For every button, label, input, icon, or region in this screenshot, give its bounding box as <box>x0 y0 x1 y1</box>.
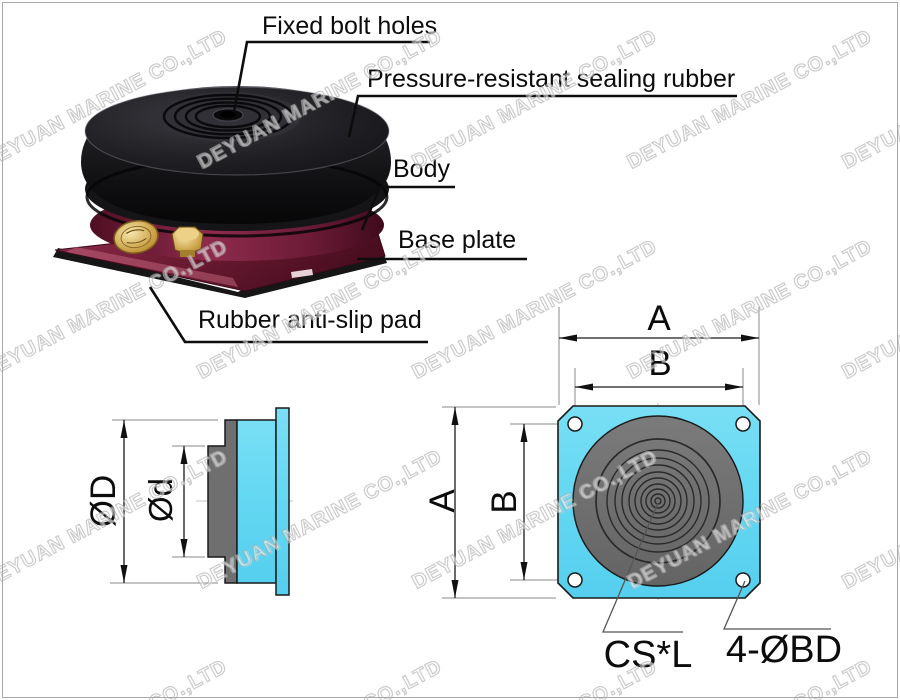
bolt-hole <box>567 416 583 432</box>
dim-label-height-bolt-spacing: B <box>484 490 524 514</box>
bolt-hole <box>567 572 583 588</box>
top-view-arrowheads <box>451 334 759 598</box>
side-view-rubber-profile <box>207 419 238 584</box>
rubber-anti-slip-pad <box>53 221 387 298</box>
label-body: Body <box>393 155 450 183</box>
brass-valve-bolt <box>171 226 204 257</box>
top-view-concentric-rings <box>595 438 721 564</box>
side-view-base-plate <box>275 407 290 596</box>
bolt-hole <box>735 416 751 432</box>
callout-label-center-screw: CS*L <box>603 634 693 677</box>
dim-label-width-bolt-spacing: B <box>648 343 672 383</box>
top-view-rubber-circle <box>572 415 744 587</box>
leader-sealing-rubber <box>347 94 737 138</box>
base-plate-slot <box>291 269 313 278</box>
label-sealing-rubber: Pressure-resistant sealing rubber <box>367 65 736 93</box>
top-view-dim-lines <box>454 337 759 598</box>
dim-label-width-overall: A <box>647 298 671 338</box>
label-anti-slip-pad: Rubber anti-slip pad <box>198 306 422 334</box>
dim-label-inner-diameter: Ød <box>141 477 179 523</box>
label-base-plate: Base plate <box>398 226 517 254</box>
photo-leader-lines <box>148 40 737 344</box>
dim-label-height-overall: A <box>422 489 462 513</box>
side-view <box>110 407 293 596</box>
base-plate-highlight <box>66 247 238 287</box>
dome-concentric-grooves <box>162 93 294 140</box>
leader-anti-slip-pad <box>148 286 428 344</box>
leader-fixed-bolt-holes <box>232 40 430 113</box>
side-view-body <box>236 419 277 584</box>
top-view-callout-leaders <box>602 502 831 633</box>
dome-center-hole-inner <box>220 111 236 118</box>
gold-label-disc <box>113 220 159 254</box>
top-view <box>442 307 831 633</box>
dim-label-outer-diameter: ØD <box>83 474 123 528</box>
product-photo <box>53 86 391 298</box>
callout-label-bolt-holes: 4-ØBD <box>725 629 843 672</box>
side-view-arrowheads <box>120 420 188 583</box>
leader-center-screw <box>602 502 683 633</box>
leader-body <box>360 185 455 231</box>
top-view-extension-lines <box>442 307 760 599</box>
leader-bolt-holes <box>723 580 831 630</box>
side-view-dim-lines <box>123 420 185 583</box>
side-view-extension-lines <box>110 419 218 584</box>
label-fixed-bolt-holes: Fixed bolt holes <box>262 12 438 40</box>
top-view-bolt-holes <box>567 416 751 588</box>
